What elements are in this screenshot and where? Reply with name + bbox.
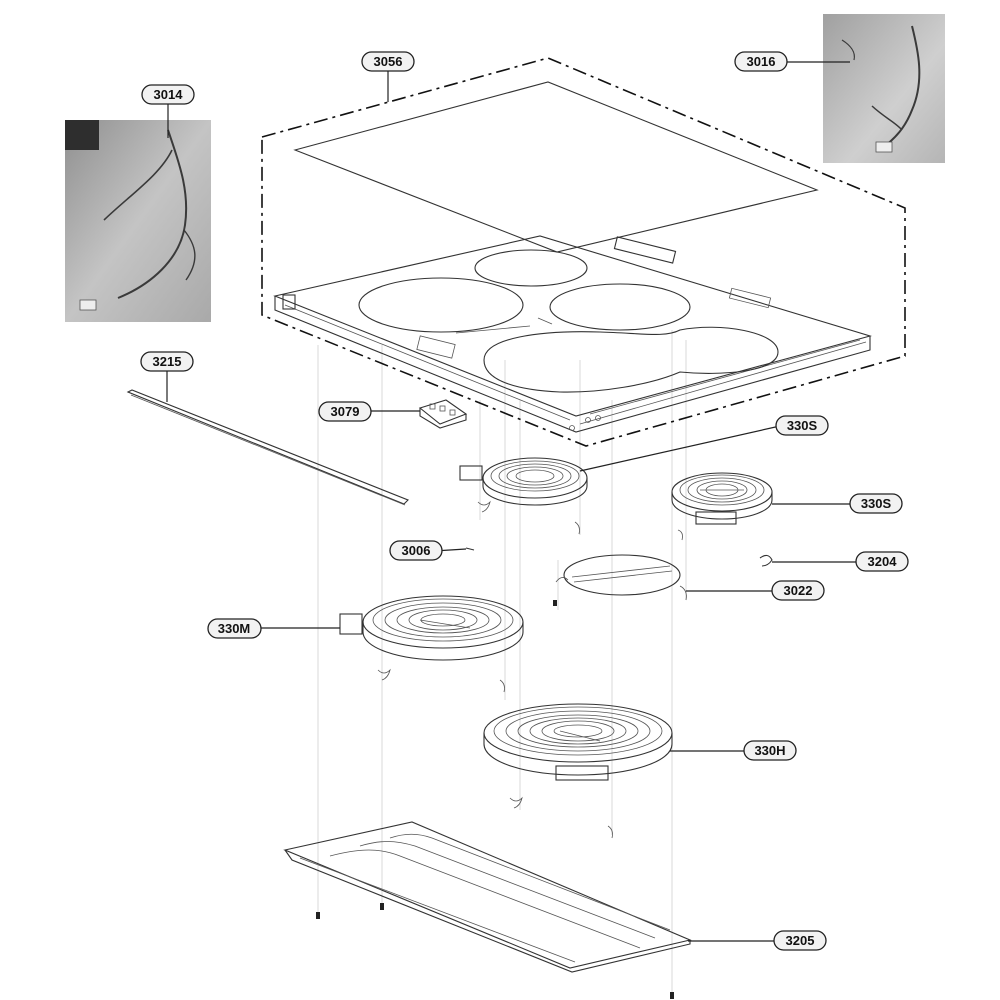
svg-text:3204: 3204 (868, 554, 898, 569)
svg-text:3079: 3079 (331, 404, 360, 419)
label-3215: 3215 (140, 351, 194, 372)
svg-text:3006: 3006 (402, 543, 431, 558)
svg-text:330H: 330H (754, 743, 785, 758)
label-330s-right: 330S (849, 493, 903, 514)
label-3056: 3056 (361, 51, 415, 72)
radiant-element-330h (483, 703, 673, 839)
svg-text:3022: 3022 (784, 583, 813, 598)
leader-lines (166, 61, 856, 942)
label-330m: 330M (207, 618, 262, 639)
wire-harness-photo (65, 120, 211, 322)
svg-text:3016: 3016 (747, 54, 776, 69)
assembly-boundary (261, 57, 906, 447)
label-3006: 3006 (389, 540, 443, 561)
wire-harness-photo (823, 14, 945, 163)
label-3079: 3079 (318, 401, 372, 422)
label-330s-top: 330S (775, 415, 829, 436)
radiant-element-330s-right (671, 472, 773, 541)
svg-text:3056: 3056 (374, 54, 403, 69)
radiant-element-330m (339, 595, 524, 693)
label-330h: 330H (743, 740, 797, 761)
svg-text:3014: 3014 (154, 87, 184, 102)
svg-text:330S: 330S (861, 496, 892, 511)
bottom-cover (283, 821, 692, 999)
screw (465, 547, 557, 606)
label-3014: 3014 (141, 84, 195, 105)
label-3205: 3205 (773, 930, 827, 951)
svg-text:3215: 3215 (153, 354, 182, 369)
svg-text:330S: 330S (787, 418, 818, 433)
mounting-clip (759, 554, 773, 567)
svg-text:3205: 3205 (786, 933, 815, 948)
cooktop-frame (273, 235, 872, 433)
label-3016: 3016 (734, 51, 788, 72)
radiant-element-330s-left (459, 457, 588, 535)
terminal-block (418, 399, 468, 429)
label-3022: 3022 (771, 580, 825, 601)
label-3204: 3204 (855, 551, 909, 572)
limiter-plate (555, 554, 687, 601)
glass-cooktop (293, 81, 819, 253)
svg-text:330M: 330M (218, 621, 251, 636)
trim-strip (126, 389, 409, 506)
